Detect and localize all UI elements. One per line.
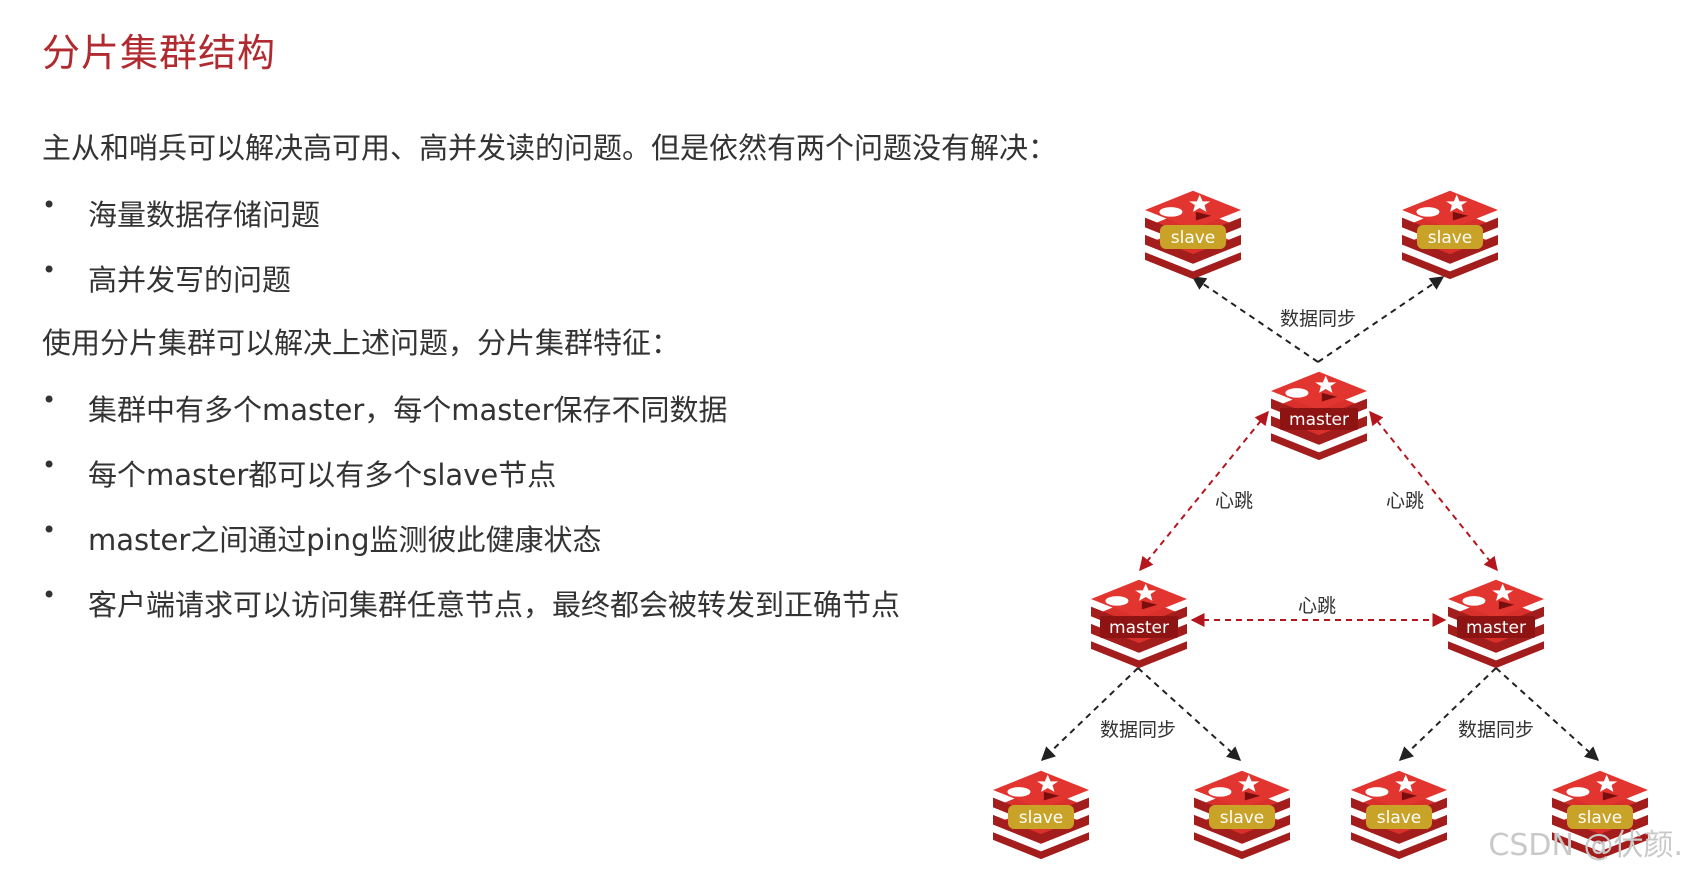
node-top-slave-right: slave: [1402, 190, 1498, 280]
edge-sync-top-right: [1317, 276, 1445, 363]
heartbeat-label-left: 心跳: [1215, 490, 1253, 512]
heartbeat-label-right: 心跳: [1386, 490, 1424, 512]
watermark: CSDN @伏颜.: [1488, 828, 1683, 863]
page-title: 分片集群结构: [42, 31, 277, 75]
svg-text:slave: slave: [1578, 808, 1623, 828]
features-heading: 使用分片集群可以解决上述问题，分片集群特征：: [42, 326, 681, 360]
sync-label-top: 数据同步: [1280, 308, 1356, 330]
svg-text:slave: slave: [1019, 808, 1064, 828]
edge-sync-left-2: [1137, 667, 1242, 761]
node-slave-ll: slave: [993, 770, 1089, 860]
edge-sync-left-1: [1040, 667, 1139, 761]
edge-sync-right-2: [1495, 667, 1600, 761]
bullet-icon: •: [42, 451, 57, 479]
intro-text: 主从和哨兵可以解决高可用、高并发读的问题。但是依然有两个问题没有解决：: [42, 131, 1058, 165]
bullet-icon: •: [42, 191, 57, 219]
bullet-icon: •: [42, 386, 57, 414]
bullet-icon: •: [42, 516, 57, 544]
svg-text:master: master: [1466, 618, 1526, 638]
edge-sync-top-left: [1191, 276, 1319, 363]
svg-text:slave: slave: [1171, 228, 1216, 248]
edge-heartbeat-right: [1369, 410, 1498, 572]
bullet-icon: •: [42, 256, 57, 284]
svg-text:slave: slave: [1428, 228, 1473, 248]
heartbeat-label-middle: 心跳: [1298, 595, 1336, 617]
svg-text:master: master: [1109, 618, 1169, 638]
node-slave-lr: slave: [1194, 770, 1290, 860]
node-top-slave-left: slave: [1145, 190, 1241, 280]
node-master-top: master: [1271, 371, 1367, 461]
svg-text:slave: slave: [1220, 808, 1265, 828]
sync-label-left: 数据同步: [1100, 719, 1176, 741]
svg-text:slave: slave: [1377, 808, 1422, 828]
node-master-left: master: [1091, 579, 1187, 669]
node-slave-rr: slave: [1552, 770, 1648, 860]
edge-sync-right-1: [1398, 667, 1497, 761]
node-master-right: master: [1448, 579, 1544, 669]
node-slave-rl: slave: [1351, 770, 1447, 860]
edge-heartbeat-left: [1139, 410, 1269, 572]
bullet-icon: •: [42, 581, 57, 609]
svg-text:master: master: [1289, 410, 1349, 430]
sync-label-right: 数据同步: [1458, 719, 1534, 741]
